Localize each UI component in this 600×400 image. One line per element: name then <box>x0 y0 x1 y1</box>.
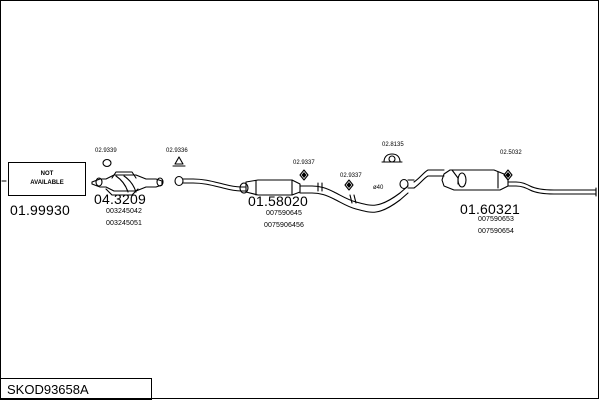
rubber-hanger-icon <box>503 169 513 181</box>
reference-number: 007590653 <box>478 216 514 223</box>
rear-pipe <box>413 175 445 189</box>
mounting-bracket-icon <box>381 153 403 163</box>
not-available-label: NOT AVAILABLE <box>30 171 64 186</box>
catalytic-converter-icon <box>91 171 164 196</box>
rubber-hanger-fill <box>346 182 352 188</box>
rear-silencer-icon <box>441 169 509 191</box>
reference-number: 003245042 <box>106 208 142 215</box>
rubber-hanger-fill <box>301 172 307 178</box>
part-number: 01.99930 <box>10 202 70 218</box>
joint-ring-icon <box>174 175 184 187</box>
reference-number: 003245051 <box>106 220 142 227</box>
pipe-clamp-icon <box>349 194 357 204</box>
rear-pipe <box>413 169 445 183</box>
reference-number: 0075906456 <box>264 222 304 229</box>
not-available-box: NOT AVAILABLE <box>8 162 86 196</box>
accessory-number: 02.8135 <box>382 142 404 148</box>
gasket-icon <box>102 158 112 168</box>
front-pipe <box>182 182 246 192</box>
middle-silencer-icon <box>239 179 301 196</box>
accessory-number: 02.9336 <box>166 148 188 154</box>
accessory-number: 02.9337 <box>340 173 362 179</box>
rubber-hanger-icon <box>299 169 309 181</box>
accessory-number: 02.9337 <box>293 160 315 166</box>
diagram-code: SKOD93658A <box>7 381 89 397</box>
reference-number: 007590645 <box>266 210 302 217</box>
pipe-clamp-icon <box>317 182 323 192</box>
part-number: 01.58020 <box>248 193 308 209</box>
accessory-number: 02.5032 <box>500 150 522 156</box>
rubber-hanger-icon <box>344 179 354 191</box>
accessory-number: 02.9339 <box>95 148 117 154</box>
rubber-hanger-fill <box>505 172 511 178</box>
middle-pipe <box>299 192 409 213</box>
tail-pipe <box>507 185 597 195</box>
part-number: 04.3209 <box>94 191 147 207</box>
front-pipe <box>182 178 246 188</box>
joint-ring-icon <box>399 178 415 190</box>
part-number: 01.60321 <box>460 201 520 217</box>
reference-number: 007590654 <box>478 228 514 235</box>
tail-pipe <box>507 181 597 191</box>
pipe-diameter-label: ø40 <box>373 185 384 191</box>
clamp-icon <box>172 156 186 167</box>
diagram-code-box: SKOD93658A <box>0 378 152 400</box>
